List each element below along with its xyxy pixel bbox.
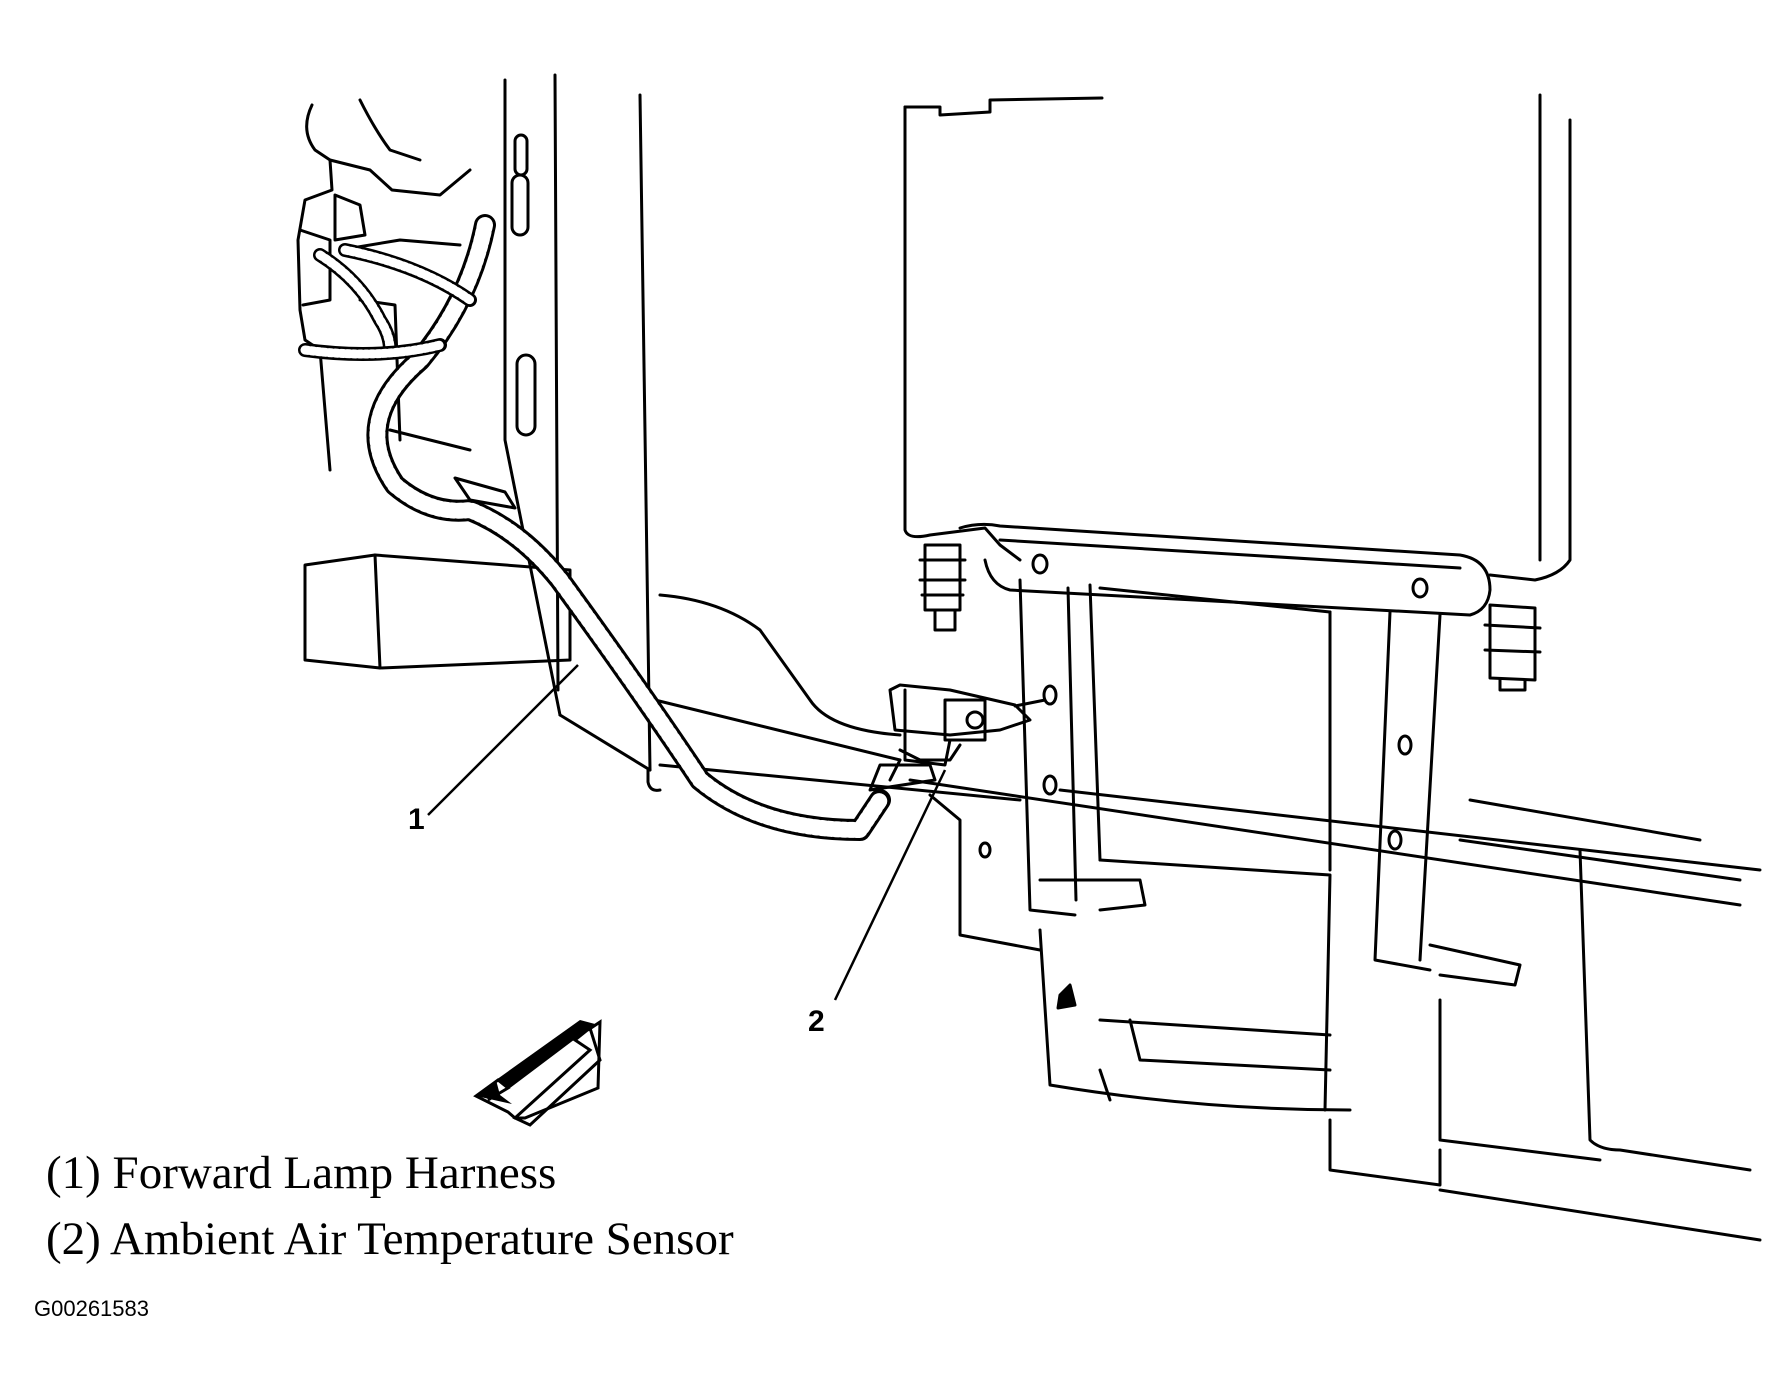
- radiator-panel: [903, 93, 1572, 1112]
- figure-id: G00261583: [34, 1296, 149, 1321]
- legend-item-forward-lamp-harness: (1) Forward Lamp Harness: [46, 1147, 557, 1199]
- callout-2-label: 2: [808, 1005, 825, 1038]
- leader-lines: [427, 664, 947, 1001]
- left-bracket-structure: [296, 98, 537, 472]
- cross-beam: [908, 778, 1762, 1242]
- clip-tab: [1056, 983, 1077, 1010]
- forward-lamp-harness: [298, 214, 902, 841]
- mounting-holes: [978, 553, 1429, 859]
- legend-item-ambient-air-temperature-sensor: (2) Ambient Air Temperature Sensor: [46, 1213, 734, 1265]
- arrow-front-icon: [473, 1019, 602, 1127]
- center-panels: [503, 73, 1022, 802]
- small-box: [303, 553, 572, 670]
- fitting-right: [1483, 603, 1542, 692]
- callout-1-label: 1: [408, 803, 425, 836]
- ambient-air-temperature-sensor: [868, 683, 1047, 792]
- fitting-left: [918, 543, 967, 632]
